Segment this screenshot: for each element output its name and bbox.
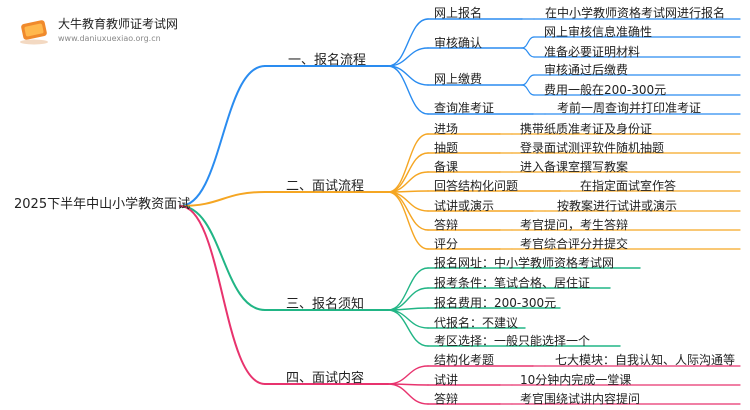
node-note: 考区选择：一般只能选择一个 [434,334,591,348]
node-scoring: 评分 [434,237,459,251]
leaf: 考官围绕试讲内容提问 [520,392,641,406]
book-logo-icon [20,20,48,45]
leaf: 在中小学教师资格考试网进行报名 [545,6,726,20]
node-lesson-prep: 备课 [434,160,459,174]
leaf: 考官综合评分并提交 [520,237,629,251]
child-connector [387,133,429,193]
root-connector [179,205,266,311]
node-admission-ticket: 查询准考证 [434,101,495,115]
child-connector [387,309,429,329]
leaf: 10分钟内完成一堂课 [520,373,632,387]
branch-registration-process: 一、报名流程 [288,53,367,68]
leaf: 登录面试测评软件随机抽题 [520,141,665,155]
node-draw-question: 抽题 [434,141,459,155]
site-url: www.daniuxuexiao.org.cn [58,34,161,43]
node-online-payment: 网上缴费 [434,72,483,86]
leaf: 按教案进行试讲或演示 [557,199,678,213]
root-connector [179,191,266,207]
leaf-connector [521,74,535,86]
node-defense-content: 答辩 [434,392,459,406]
root-topic: 2025下半年中山小学教资面试 [14,197,191,212]
leaf: 携带纸质准考证及身份证 [520,122,653,136]
child-connector [387,383,429,405]
child-connector [387,47,429,67]
child-connector [387,287,429,311]
leaf-connector [521,84,535,96]
node-review-confirm: 审核确认 [434,36,483,50]
root-connector [179,205,266,385]
leaf: 费用一般在200-300元 [544,83,667,97]
child-connector [387,191,429,250]
leaf-connector [521,36,535,49]
child-connector [387,18,429,67]
leaf: 考官提问，考生答辩 [520,218,629,232]
leaf: 七大模块：自我认知、人际沟通等 [555,353,736,367]
root-connector [179,65,266,207]
child-connector [387,65,429,86]
node-note: 报名费用：200-300元 [434,296,557,310]
node-trial-lecture: 试讲或演示 [434,199,495,213]
node-structured-questions: 回答结构化问题 [434,179,519,193]
leaf: 进入备课室撰写教案 [520,160,629,174]
node-trial-lecture-content: 试讲 [434,373,459,387]
child-connector [387,65,429,115]
leaf: 在指定面试室作答 [580,179,677,193]
branch-interview-content: 四、面试内容 [286,371,365,386]
leaf: 考前一周查询并打印准考证 [557,101,702,115]
leaf: 审核通过后缴费 [544,63,629,77]
site-name: 大牛教育教师证考试网 [58,17,179,31]
node-note: 报名网址：中小学教师资格考试网 [434,256,615,270]
child-connector [387,171,429,193]
node-note: 报考条件：笔试合格、居住证 [434,276,591,290]
leaf-connector [521,47,535,58]
node-defense: 答辩 [434,218,459,232]
child-connector [387,309,429,347]
node-note: 代报名：不建议 [434,316,519,330]
node-online-registration: 网上报名 [434,6,483,20]
child-connector [387,365,429,385]
leaf: 准备必要证明材料 [544,45,641,59]
branch-interview-process: 二、面试流程 [286,179,365,194]
node-enter: 进场 [434,122,459,136]
leaf: 网上审核信息准确性 [544,25,653,39]
branch-registration-notes: 三、报名须知 [286,297,365,312]
node-structured-topics: 结构化考题 [434,353,495,367]
